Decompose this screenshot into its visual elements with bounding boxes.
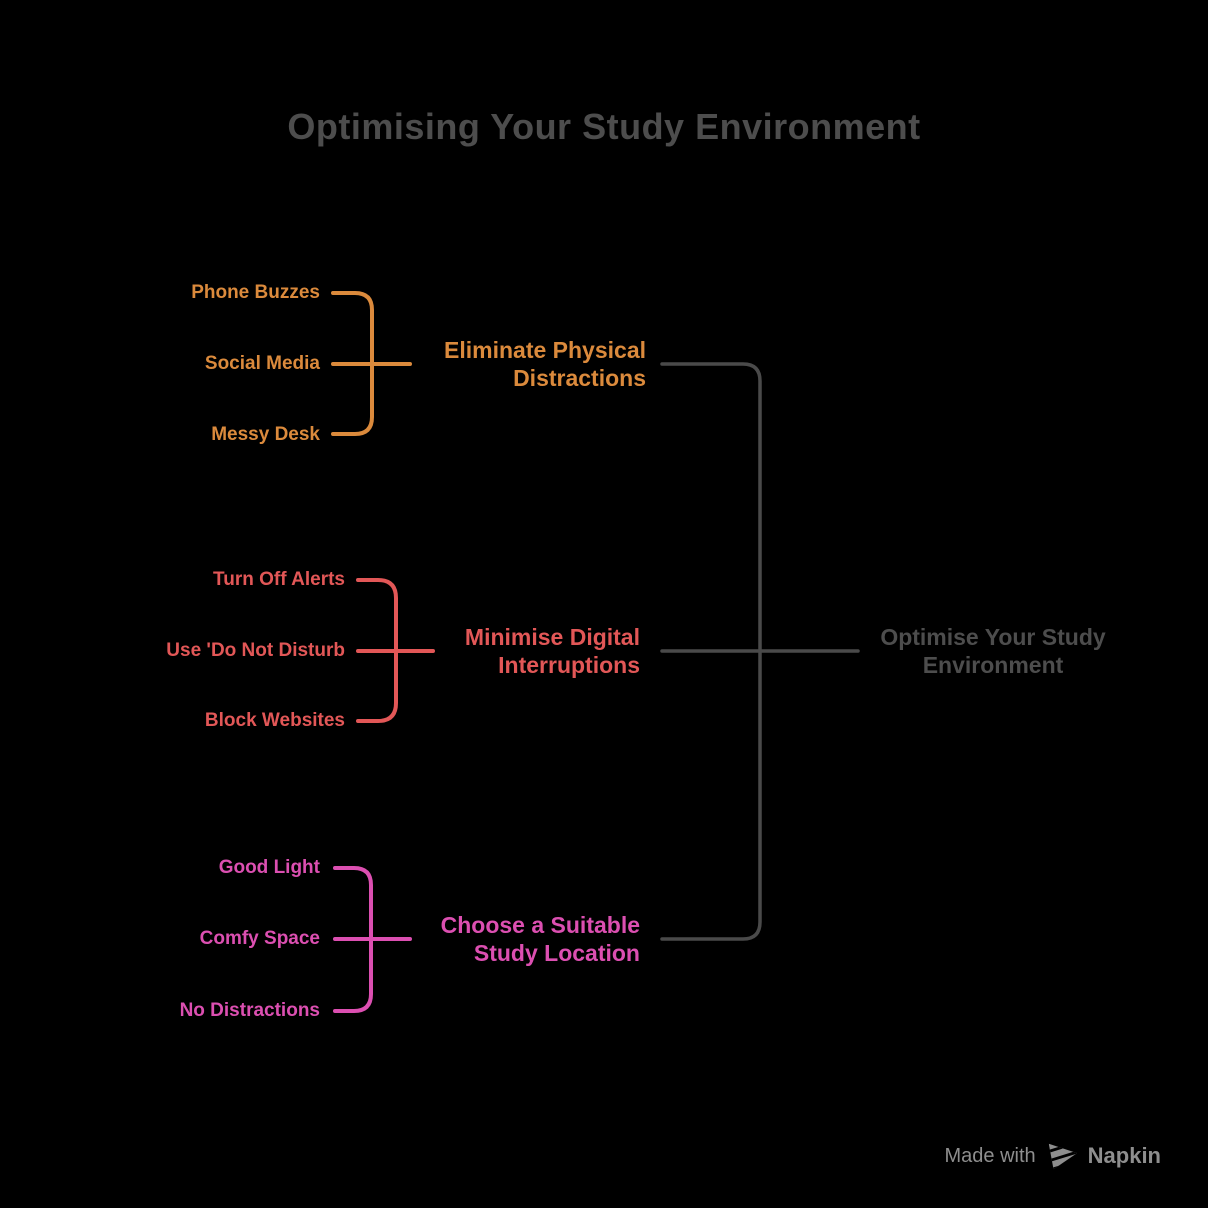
child-label-turn-off-alerts: Turn Off Alerts (213, 569, 345, 590)
branch-connector-location (333, 866, 412, 1013)
child-label-block-websites: Block Websites (204, 710, 345, 731)
branch-label-eliminate-physical-distractions: Eliminate Physical Distractions (444, 337, 646, 391)
made-with-text: Made with (944, 1144, 1036, 1167)
child-label-do-not-disturb: Use 'Do Not Disturb (166, 640, 345, 661)
branch-label-choose-suitable-study-location: Choose a Suitable Study Location (440, 912, 640, 966)
child-label-social-media: Social Media (204, 353, 320, 374)
made-with-napkin-attribution: Made with Napkin (944, 1139, 1161, 1173)
napkin-logo-icon (1048, 1143, 1077, 1170)
branch-label-minimise-digital-interruptions: Minimise Digital Interruptions (464, 624, 640, 678)
child-label-no-distractions: No Distractions (179, 1000, 320, 1021)
root-connector (660, 362, 860, 941)
root-label-optimise-your-study-environment: Optimise Your Study Environment (880, 624, 1106, 678)
napkin-brand-text: Napkin (1087, 1143, 1161, 1168)
child-label-messy-desk: Messy Desk (211, 424, 320, 445)
diagram-title: Optimising Your Study Environment (287, 106, 921, 147)
child-label-phone-buzzes: Phone Buzzes (191, 282, 320, 303)
child-label-comfy-space: Comfy Space (199, 928, 320, 949)
branch-connector-digital (356, 578, 435, 723)
child-label-good-light: Good Light (218, 857, 320, 878)
branch-connector-physical (331, 291, 412, 436)
